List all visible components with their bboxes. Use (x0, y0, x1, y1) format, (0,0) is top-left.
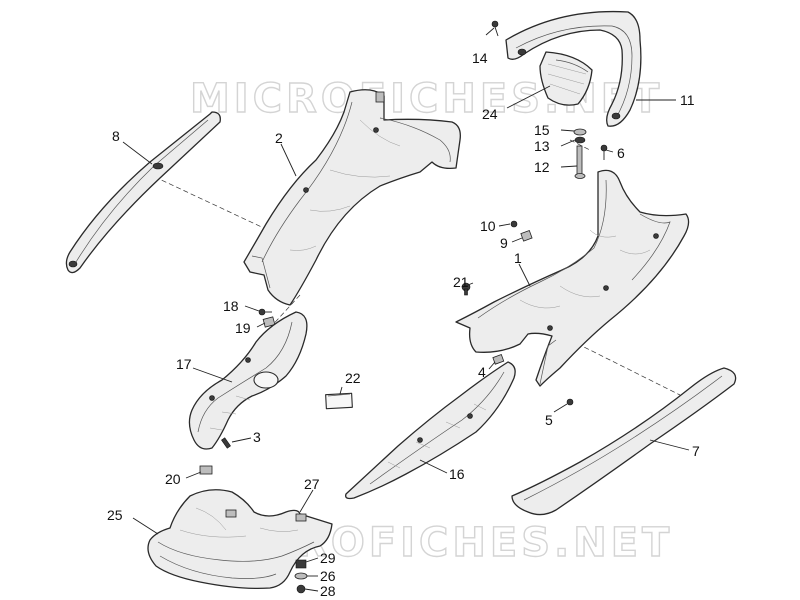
part-1-right-body-panel (455, 169, 690, 387)
callout-20: 20 (165, 471, 181, 487)
callout-24: 24 (482, 106, 498, 122)
hardware-29-26-28 (294, 559, 308, 594)
callout-10: 10 (480, 218, 496, 234)
clip-20 (199, 465, 213, 475)
part-17-lower-left-panel (188, 311, 308, 450)
callout-11: 11 (680, 92, 695, 108)
screw-5 (566, 398, 574, 406)
callout-19: 19 (235, 320, 251, 336)
callout-26: 26 (320, 568, 336, 584)
callout-21: 21 (453, 274, 469, 290)
part-22-block (325, 392, 353, 410)
hardware-18-19 (258, 308, 276, 328)
callout-28: 28 (320, 583, 336, 599)
callout-8: 8 (112, 128, 120, 144)
callout-6: 6 (617, 145, 625, 161)
callout-16: 16 (449, 466, 465, 482)
callout-22: 22 (345, 370, 361, 386)
part-7-side-rail (511, 367, 737, 516)
callout-2: 2 (275, 130, 283, 146)
callout-15: 15 (534, 122, 550, 138)
callout-9: 9 (500, 235, 508, 251)
callout-4: 4 (478, 364, 486, 380)
screw-6 (600, 144, 608, 160)
callout-29: 29 (320, 550, 336, 566)
callout-17: 17 (176, 356, 192, 372)
callout-3: 3 (253, 429, 261, 445)
part-2-left-body-panel (243, 89, 461, 306)
callout-27: 27 (304, 476, 320, 492)
callout-1: 1 (514, 250, 522, 266)
callout-7: 7 (692, 443, 700, 459)
callout-18: 18 (223, 298, 239, 314)
callout-13: 13 (534, 138, 550, 154)
screw-3 (221, 437, 231, 449)
watermark-top: MICROFICHES.NET (190, 76, 663, 122)
part-16-lower-side-panel (345, 361, 516, 500)
callout-25: 25 (107, 507, 123, 523)
part-25-floor-tray (147, 489, 333, 590)
part-24-rear-cover (539, 51, 593, 106)
leader-lines (122, 27, 690, 592)
hardware-10-9 (510, 220, 533, 242)
clip-4 (492, 354, 505, 365)
part-11-grab-handle (505, 10, 642, 127)
screw-14 (491, 20, 499, 37)
hardware-15-13-12 (573, 128, 587, 179)
callout-14: 14 (472, 50, 488, 66)
callout-12: 12 (534, 159, 550, 175)
part-8-side-rail (65, 111, 221, 274)
callout-5: 5 (545, 412, 553, 428)
callout-numbers: 8 2 14 24 11 15 13 12 6 10 9 1 21 18 19 … (107, 50, 700, 599)
